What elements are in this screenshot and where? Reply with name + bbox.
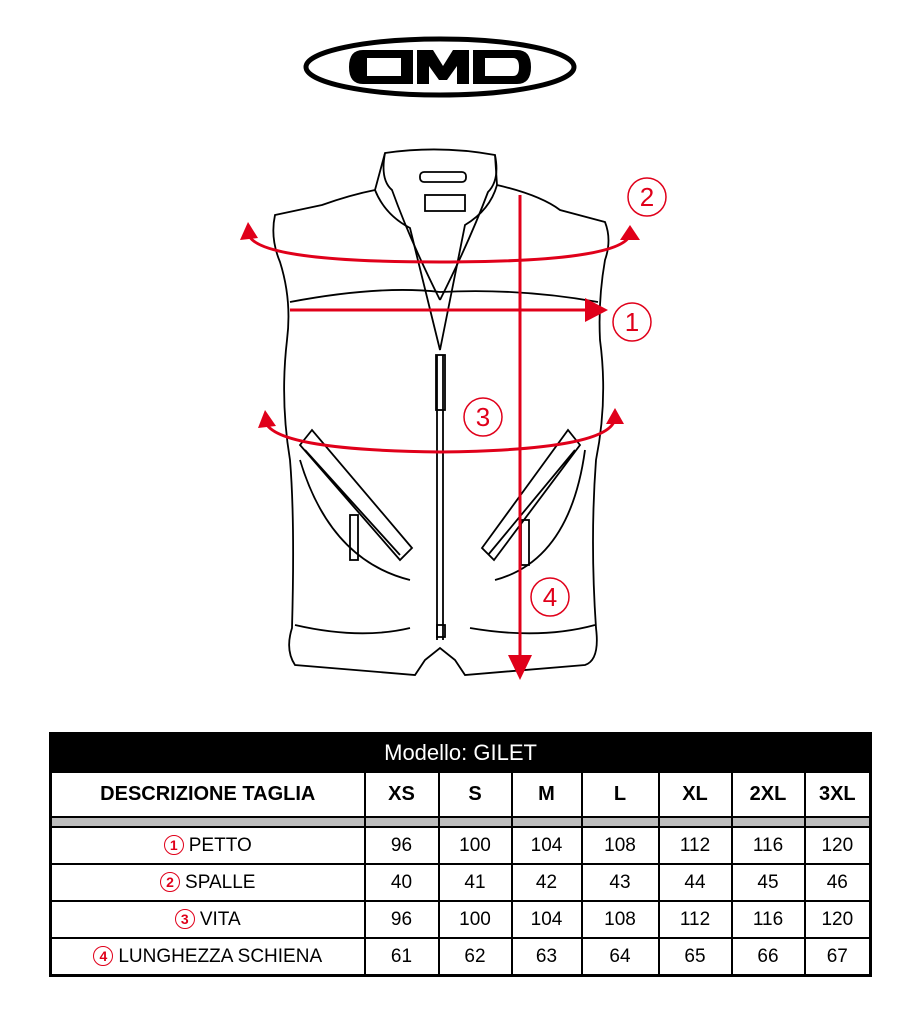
size-table: Modello: GILET DESCRIZIONE TAGLIA XS S M… [49,732,873,977]
row-number-badge: 4 [93,945,114,966]
size-value: 104 [510,826,583,865]
size-value: 67 [803,937,872,977]
size-header: 3XL [803,771,872,818]
marker-2: 2 [640,182,654,212]
size-value: 108 [580,900,660,939]
size-value: 63 [510,937,583,977]
table-title: Modello: GILET [49,732,872,773]
size-value: 61 [363,937,440,977]
header-label: DESCRIZIONE TAGLIA [49,771,366,818]
size-value: 40 [363,863,440,902]
size-header: XL [657,771,733,818]
size-header: L [580,771,660,818]
size-header: XS [363,771,440,818]
size-header: S [437,771,513,818]
vest-diagram: 2 1 3 4 [240,148,667,680]
size-value: 65 [657,937,733,977]
size-header: M [510,771,583,818]
size-value: 62 [437,937,513,977]
vest-outline [272,148,610,676]
size-value: 120 [803,826,872,865]
size-value: 64 [580,937,660,977]
size-value: 45 [730,863,806,902]
row-label-text: LUNGHEZZA SCHIENA [118,945,323,967]
size-value: 112 [657,900,733,939]
separator-row [49,816,872,828]
size-header: 2XL [730,771,806,818]
size-value: 96 [363,900,440,939]
row-number-badge: 3 [174,908,195,929]
row-number-badge: 1 [163,834,184,855]
size-value: 42 [510,863,583,902]
size-value: 41 [437,863,513,902]
size-value: 104 [510,900,583,939]
size-value: 100 [437,900,513,939]
marker-3: 3 [476,402,490,432]
size-value: 96 [363,826,440,865]
size-value: 66 [730,937,806,977]
brand-logo [303,36,577,98]
row-label-text: PETTO [188,834,252,856]
row-number-badge: 2 [160,871,181,892]
size-value: 120 [803,900,872,939]
marker-1: 1 [625,307,639,337]
size-value: 43 [580,863,660,902]
measure-arrows [246,195,632,660]
size-value: 116 [730,826,806,865]
marker-4: 4 [543,582,557,612]
size-value: 112 [657,826,733,865]
arrow-heads [240,222,640,680]
size-value: 108 [580,826,660,865]
header-row: DESCRIZIONE TAGLIA XS S M L XL 2XL 3XL [49,771,872,818]
size-value: 116 [730,900,806,939]
row-label-text: VITA [199,908,241,930]
row-label-text: SPALLE [185,871,256,893]
size-value: 46 [803,863,872,902]
size-value: 100 [437,826,513,865]
size-value: 44 [657,863,733,902]
